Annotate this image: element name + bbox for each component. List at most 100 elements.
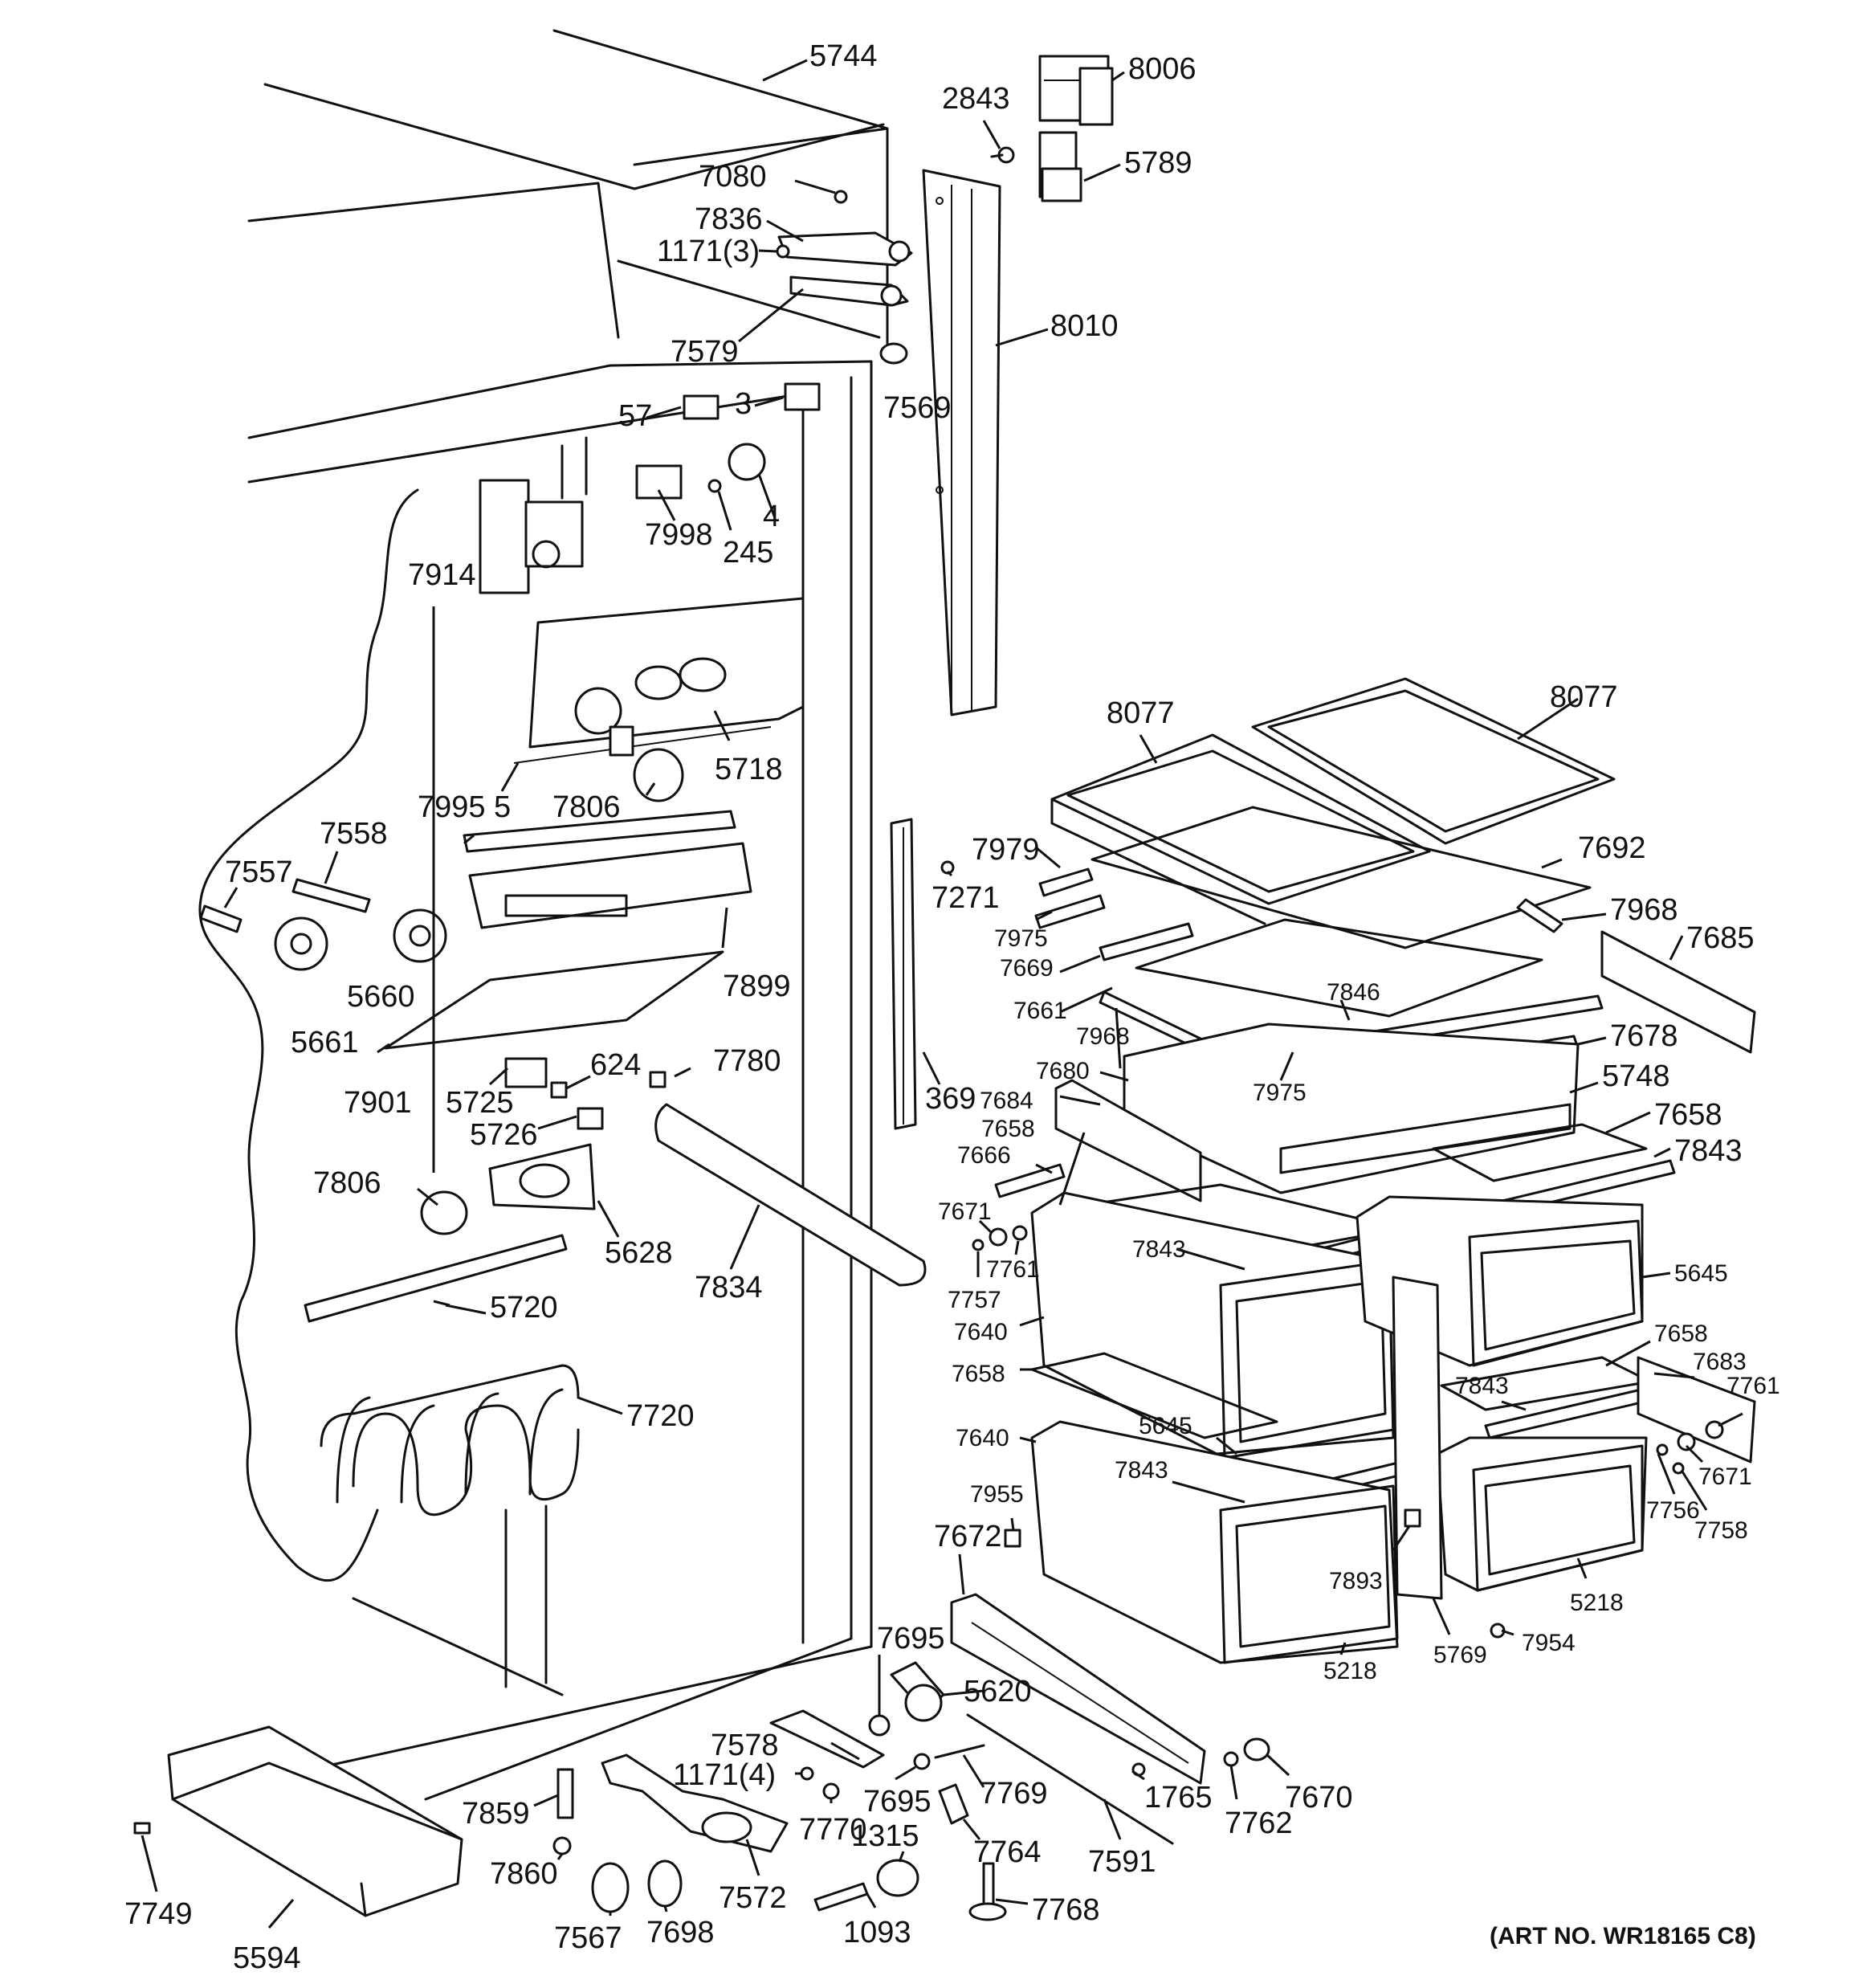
label-5620: 5620: [964, 1675, 1032, 1708]
screw-7770: [822, 1782, 840, 1800]
component-4: [728, 443, 766, 481]
trim-8010: [922, 169, 1001, 716]
clip-7893: [1404, 1508, 1421, 1528]
label-5: 5: [494, 790, 511, 824]
label-7671-lower: 7671: [1698, 1463, 1752, 1490]
leveler-7768: [968, 1862, 1007, 1921]
hinge-bracket-5789: [1038, 131, 1082, 202]
art-number: (ART NO. WR18165 C8): [1490, 1923, 1756, 1949]
screw-7271: [940, 860, 955, 875]
label-5218-left: 5218: [1323, 1658, 1377, 1684]
clip-7780: [649, 1071, 667, 1088]
label-7757: 7757: [948, 1287, 1001, 1313]
bracket-7685: [1600, 930, 1756, 1054]
screw-7756: [1656, 1443, 1669, 1456]
label-7843-upper: 7843: [1674, 1134, 1743, 1168]
label-8077-right: 8077: [1550, 680, 1618, 714]
clip-3: [784, 382, 821, 411]
knob-5661: [274, 916, 328, 971]
screw-2843: [990, 146, 1015, 164]
rail-5720: [304, 1234, 568, 1323]
label-5660: 5660: [347, 980, 415, 1014]
label-7843-mid: 7843: [1455, 1373, 1509, 1399]
label-7968-left: 7968: [1076, 1023, 1130, 1050]
label-7806-lower: 7806: [313, 1166, 381, 1200]
label-7843-left: 7843: [1132, 1236, 1186, 1263]
clip-5726: [577, 1107, 604, 1130]
label-7975-left: 7975: [994, 925, 1048, 952]
clip-57: [683, 394, 720, 420]
screw-7758: [1672, 1462, 1685, 1475]
glass-7658-upper: [1432, 1123, 1648, 1182]
label-7860: 7860: [490, 1857, 558, 1891]
label-7683: 7683: [1693, 1349, 1747, 1375]
label-1093: 1093: [843, 1916, 911, 1949]
label-7578: 7578: [711, 1729, 779, 1762]
label-7758: 7758: [1694, 1517, 1748, 1544]
label-7768: 7768: [1032, 1893, 1100, 1927]
label-7692: 7692: [1578, 831, 1646, 865]
label-7762: 7762: [1225, 1806, 1293, 1840]
label-7591: 7591: [1088, 1845, 1156, 1879]
heater-7720: [320, 1364, 580, 1517]
label-7761-lower: 7761: [1726, 1373, 1780, 1399]
bar-7995: [463, 810, 736, 853]
label-7680: 7680: [1036, 1058, 1090, 1084]
label-7569: 7569: [883, 391, 952, 425]
clip-7955: [1004, 1529, 1021, 1548]
label-7749: 7749: [124, 1897, 193, 1931]
screw-1171-4: [800, 1766, 814, 1781]
label-7720: 7720: [626, 1399, 695, 1433]
label-7685: 7685: [1686, 921, 1755, 955]
label-7671-upper: 7671: [938, 1198, 992, 1225]
label-5661: 5661: [291, 1026, 359, 1059]
bar-7666: [994, 1163, 1066, 1198]
label-7666: 7666: [957, 1142, 1011, 1169]
washer-7695-lower: [913, 1753, 931, 1770]
bracket-5725: [504, 1057, 548, 1088]
label-1765: 1765: [1144, 1781, 1213, 1815]
light-housing-5718: [513, 597, 805, 764]
rail-7975-left: [1034, 894, 1106, 929]
label-7756: 7756: [1646, 1497, 1700, 1524]
cap-1315: [876, 1859, 919, 1897]
screw-7080: [834, 190, 848, 204]
label-7572: 7572: [719, 1881, 787, 1915]
socket-7806-upper: [633, 748, 684, 802]
label-7780: 7780: [713, 1044, 781, 1078]
label-5744: 5744: [809, 39, 878, 73]
label-7770: 7770: [799, 1813, 867, 1847]
label-7640-upper: 7640: [954, 1319, 1008, 1345]
base-grille-7672: [950, 1593, 1206, 1785]
control-7914: [479, 479, 584, 594]
label-7640-lower: 7640: [956, 1425, 1009, 1451]
label-5748: 5748: [1602, 1059, 1670, 1093]
hinge-7572: [601, 1753, 789, 1853]
label-7695-upper: 7695: [877, 1622, 945, 1655]
label-7846: 7846: [1327, 979, 1380, 1006]
rail-7968-right: [1516, 898, 1563, 933]
shelf-glass-7846: [1135, 918, 1543, 1018]
label-7836: 7836: [695, 202, 763, 236]
label-1171-3: 1171(3): [657, 235, 760, 268]
label-7998: 7998: [645, 518, 713, 552]
label-7968-right: 7968: [1610, 893, 1678, 927]
screw-1171-3: [776, 244, 790, 259]
label-7914: 7914: [408, 558, 476, 592]
screw-245: [707, 479, 722, 493]
label-7954: 7954: [1522, 1630, 1576, 1656]
screw-7762: [1223, 1751, 1239, 1767]
label-7669: 7669: [1000, 955, 1054, 982]
drawer-7640-lower: [1030, 1420, 1399, 1664]
label-5594: 5594: [233, 1941, 301, 1975]
label-7567: 7567: [554, 1921, 622, 1955]
cutaway-outline: [198, 488, 419, 1582]
housing-5594: [167, 1725, 463, 1917]
cabinet-case: [247, 29, 889, 1801]
label-1315: 1315: [851, 1819, 919, 1853]
cover-7834: [654, 1103, 927, 1287]
bushing-7567: [591, 1862, 630, 1913]
label-7558: 7558: [320, 817, 388, 851]
label-624: 624: [590, 1048, 641, 1082]
label-7557: 7557: [225, 855, 293, 889]
